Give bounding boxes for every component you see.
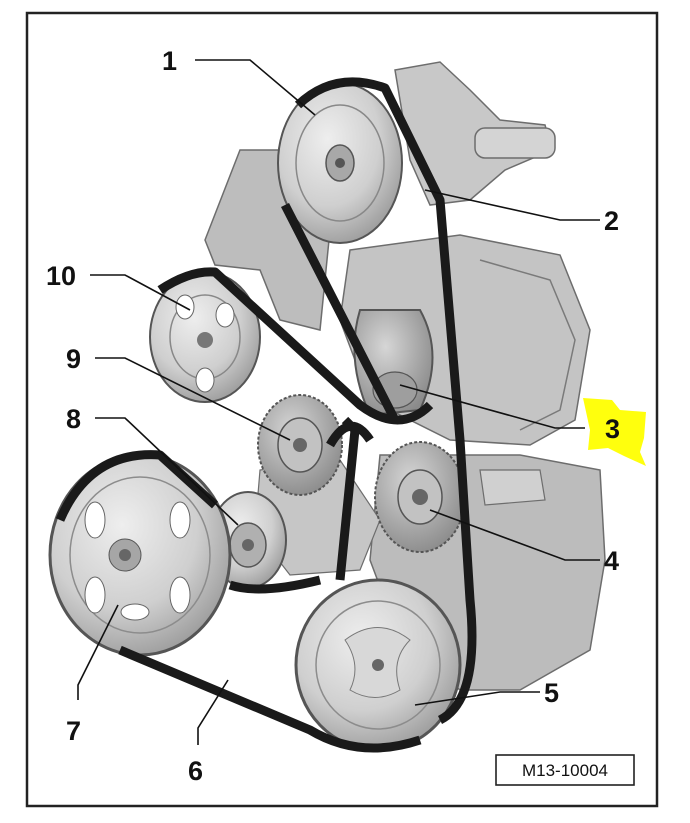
leader-6 (197, 679, 229, 745)
leader-8 (95, 417, 239, 526)
callout-3-highlight (583, 398, 646, 466)
ac-compressor-pulley (294, 578, 462, 752)
leader-7 (77, 604, 119, 700)
leader-2 (424, 189, 600, 221)
leader-5 (414, 691, 540, 706)
leader-10 (90, 274, 191, 311)
ribbed-belt-lower (55, 416, 422, 753)
leader-3 (399, 384, 585, 429)
leader-9 (95, 357, 291, 441)
ribbed-belt-upper (157, 77, 477, 725)
idler-pulley-upper (149, 271, 261, 403)
figure-reference: M13-10004 (522, 761, 608, 780)
figure-reference-box: M13-10004 (495, 754, 635, 786)
callout-10: 10 (46, 261, 76, 291)
callout-1: 1 (162, 46, 177, 76)
tensioner-pulley (257, 394, 343, 496)
power-steering-pulley (277, 82, 403, 244)
leader-4 (429, 509, 600, 561)
callout-4: 4 (604, 546, 619, 576)
belts (55, 77, 477, 753)
leader-1 (195, 59, 316, 116)
callout-8: 8 (66, 404, 81, 434)
ribbed-pulley (374, 441, 466, 553)
callout-7: 7 (66, 716, 81, 746)
callout-9: 9 (66, 344, 81, 374)
callout-3: 3 (605, 414, 620, 444)
callout-labels: 1 2 3 4 5 6 7 8 9 10 (46, 46, 620, 786)
leader-lines (77, 59, 600, 745)
callout-5: 5 (544, 678, 559, 708)
callout-6: 6 (188, 756, 203, 786)
crankshaft-pulley (48, 453, 232, 657)
callout-2: 2 (604, 206, 619, 236)
